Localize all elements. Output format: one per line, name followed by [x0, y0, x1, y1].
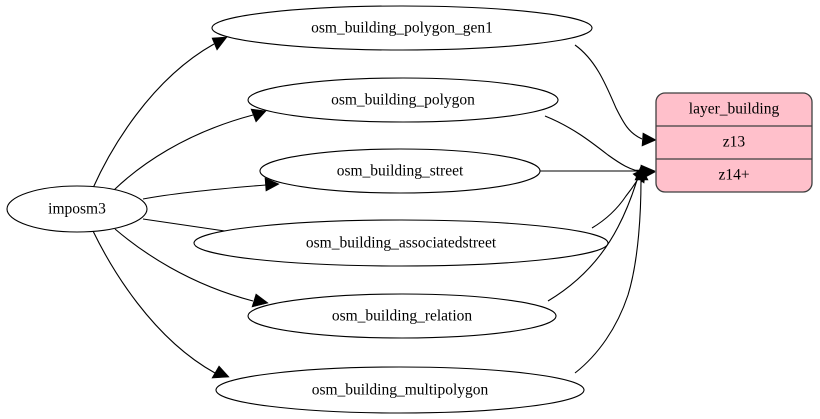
osm-building-polygon-label: osm_building_polygon — [331, 92, 475, 109]
edge-imposm3-to-osm_building_multipolygon — [92, 230, 230, 379]
layer-building-box — [655, 92, 813, 193]
edge-osm_building_polygon_gen1-to-z13 — [574, 44, 657, 147]
node-layer_building[interactable]: layer_building z13 z14+ — [655, 92, 813, 193]
osm-building-street-ellipse — [259, 148, 541, 194]
osm-building-polygon-gen1-label: osm_building_polygon_gen1 — [311, 20, 493, 37]
node-osm_building_polygon[interactable]: osm_building_polygon — [247, 77, 559, 123]
imposm3-ellipse — [6, 185, 148, 233]
edge-imposm3-to-osm_building_polygon — [113, 108, 267, 191]
osm-building-relation-label: osm_building_relation — [332, 308, 473, 325]
osm-building-polygon-gen1-ellipse — [211, 5, 593, 51]
osm-building-multipolygon-label: osm_building_multipolygon — [312, 382, 489, 399]
edge-imposm3-to-osm_building_street — [142, 177, 280, 200]
edge-osm_building_multipolygon-to-z14plus — [574, 165, 649, 374]
layer-building-z14plus-label: z14+ — [718, 167, 749, 184]
edge-imposm3-to-osm_building_polygon_gen1 — [92, 36, 228, 189]
osm-building-relation-ellipse — [247, 293, 557, 339]
layer-building-name-label: layer_building — [689, 101, 780, 118]
osm-building-street-label: osm_building_street — [337, 163, 464, 180]
node-osm_building_multipolygon[interactable]: osm_building_multipolygon — [215, 366, 585, 414]
node-osm_building_relation[interactable]: osm_building_relation — [247, 293, 557, 339]
osm-building-multipolygon-ellipse — [215, 366, 585, 414]
edge-group-tables-to-layer — [540, 44, 657, 374]
osm-building-polygon-ellipse — [247, 77, 559, 123]
layer-building-z13-label: z13 — [723, 134, 746, 151]
node-imposm3[interactable]: imposm3 — [6, 185, 148, 233]
node-osm_building_polygon_gen1[interactable]: osm_building_polygon_gen1 — [211, 5, 593, 51]
osm-building-associatedstreet-label: osm_building_associatedstreet — [306, 235, 497, 252]
osm-building-associatedstreet-ellipse — [193, 219, 609, 267]
node-osm_building_street[interactable]: osm_building_street — [259, 148, 541, 194]
edge-imposm3-to-osm_building_relation — [114, 228, 269, 308]
imposm3-label: imposm3 — [48, 201, 106, 218]
node-osm_building_associatedstreet[interactable]: osm_building_associatedstreet — [193, 219, 609, 267]
edge-osm_building_polygon-to-z14plus — [544, 115, 656, 180]
